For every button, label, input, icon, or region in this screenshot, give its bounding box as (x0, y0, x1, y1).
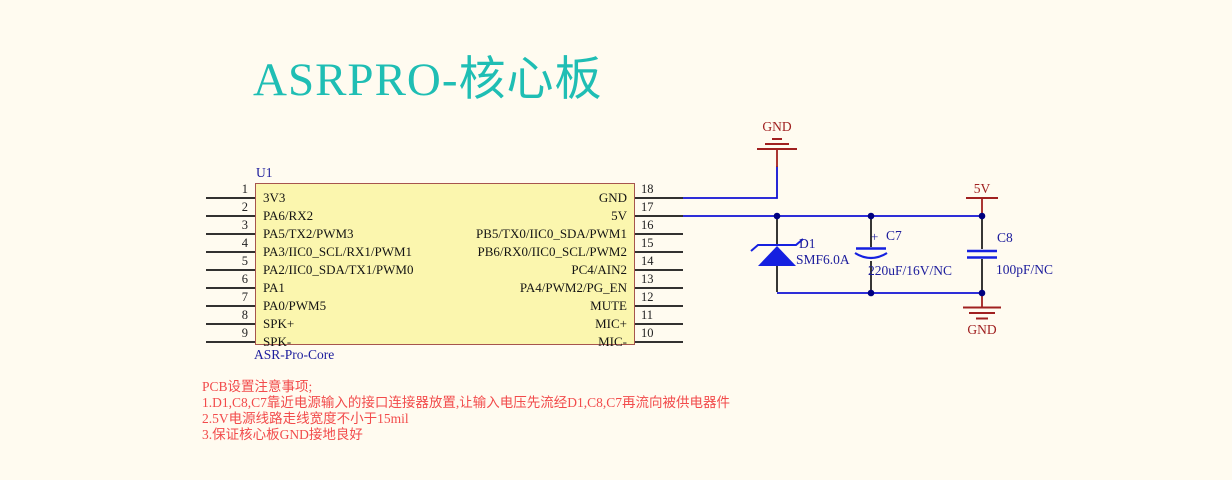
pin-name-3v3: 3V3 (263, 190, 286, 205)
c8-value[interactable]: 100pF/NC (996, 262, 1054, 277)
junction-dots (773, 212, 986, 297)
ic-part-name[interactable]: ASR-Pro-Core (254, 347, 335, 362)
pin-number-9: 9 (241, 326, 248, 340)
c7-value[interactable]: 220uF/16V/NC (868, 263, 953, 278)
pin-number-3: 3 (241, 218, 248, 232)
pin-name-pa1: PA1 (263, 280, 285, 295)
right-pin-stubs[interactable] (635, 197, 683, 343)
pin-name-pa3: PA3/IIC0_SCL/RX1/PWM1 (263, 244, 413, 259)
pin-number-17: 17 (641, 200, 654, 214)
gnd-label-bottom[interactable]: GND (967, 322, 997, 337)
ic-designator[interactable]: U1 (256, 165, 273, 180)
c7-capacitor-symbol[interactable] (854, 247, 888, 260)
pcb-note-1: 1.D1,C8,C7靠近电源输入的接口连接器放置,让输入电压先流经D1,C8,C… (202, 395, 731, 410)
gnd-net-wire (683, 166, 778, 199)
pin-number-5: 5 (241, 254, 248, 268)
pin-number-6: 6 (241, 272, 248, 286)
pin-number-10: 10 (641, 326, 654, 340)
pin-name-pb6: PB6/RX0/IIC0_SCL/PWM2 (477, 244, 627, 259)
pin-number-14: 14 (641, 254, 654, 268)
d1-designator[interactable]: D1 (799, 236, 816, 251)
c8-capacitor-symbol[interactable] (967, 249, 997, 259)
net-wires[interactable] (683, 166, 982, 294)
d1-tvs-diode-symbol[interactable] (750, 238, 804, 266)
pin-number-13: 13 (641, 272, 654, 286)
pcb-note-2: 2.5V电源线路走线宽度不小于15mil (202, 411, 409, 426)
pin-name-pa0: PA0/PWM5 (263, 298, 327, 313)
pcb-notes-heading: PCB设置注意事项; (202, 379, 313, 394)
c7-designator[interactable]: C7 (886, 228, 902, 243)
pin-number-4: 4 (241, 236, 248, 250)
pin-name-mic-plus: MIC+ (595, 316, 627, 331)
pin-name-pb5: PB5/TX0/IIC0_SDA/PWM1 (476, 226, 627, 241)
component-leads (776, 217, 983, 292)
c7-polarity-plus: + (871, 229, 879, 244)
pin-number-8: 8 (241, 308, 248, 322)
pin-number-1: 1 (241, 182, 248, 196)
gnd-symbol-top[interactable] (757, 138, 797, 167)
pin-number-2: 2 (241, 200, 248, 214)
gnd-symbol-bottom[interactable] (963, 294, 1001, 320)
pin-number-16: 16 (641, 218, 654, 232)
pcb-note-3: 3.保证核心板GND接地良好 (202, 427, 363, 442)
pin-number-12: 12 (641, 290, 654, 304)
left-pin-stubs[interactable] (206, 197, 255, 343)
pin-name-pc4: PC4/AIN2 (571, 262, 627, 277)
pin-name-pa5: PA5/TX2/PWM3 (263, 226, 354, 241)
pin-name-spk-minus: SPK- (263, 334, 292, 349)
pin-name-pa2: PA2/IIC0_SDA/TX1/PWM0 (263, 262, 414, 277)
c8-designator[interactable]: C8 (997, 230, 1013, 245)
gnd-label-top[interactable]: GND (762, 119, 792, 134)
v5-label[interactable]: 5V (973, 181, 991, 196)
pin-number-15: 15 (641, 236, 654, 250)
pin-name-mic-minus: MIC- (598, 334, 627, 349)
d1-value[interactable]: SMF6.0A (796, 252, 850, 267)
pin-name-5v: 5V (611, 208, 627, 223)
pin-name-pa6: PA6/RX2 (263, 208, 314, 223)
schematic-title: ASRPRO-核心板 (253, 54, 603, 106)
pin-name-pa4: PA4/PWM2/PG_EN (519, 280, 627, 295)
pin-name-spk-plus: SPK+ (263, 316, 295, 331)
pin-number-7: 7 (241, 290, 248, 304)
pin-name-mute: MUTE (590, 298, 627, 313)
pin-name-gnd: GND (598, 190, 627, 205)
pin-number-18: 18 (641, 182, 654, 196)
ic-body[interactable] (255, 183, 635, 345)
v5-power-symbol[interactable] (966, 197, 998, 215)
pin-number-11: 11 (641, 308, 654, 322)
